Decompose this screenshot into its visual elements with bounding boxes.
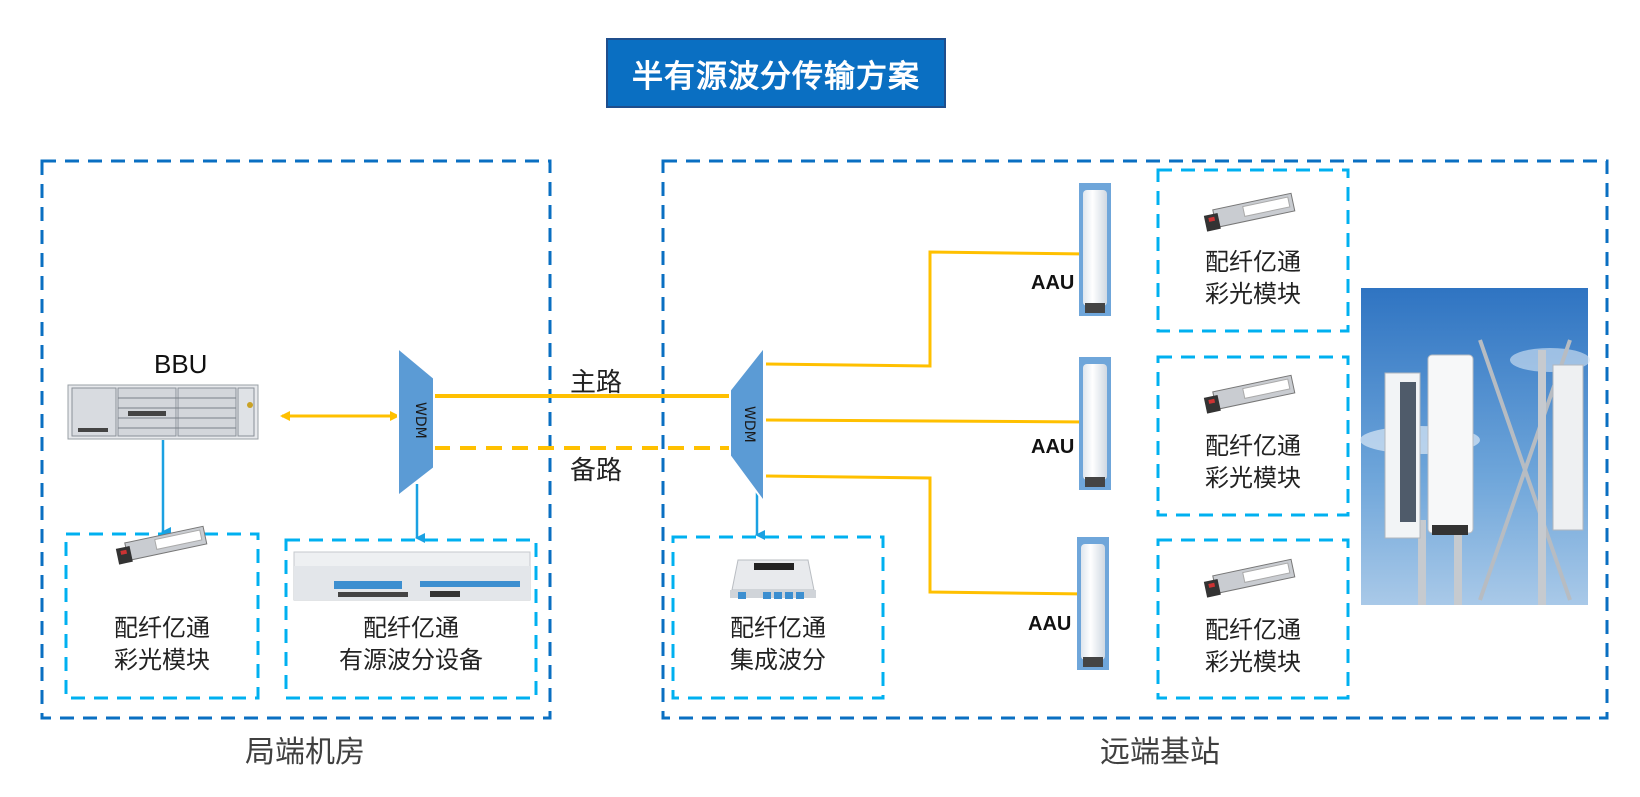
module-type: 彩光模块 xyxy=(1205,464,1301,492)
module-type: 彩光模块 xyxy=(1205,280,1301,308)
aau-module-box-2 xyxy=(1156,355,1350,517)
central-office-label: 局端机房 xyxy=(245,735,365,770)
aau-label-1: AAU xyxy=(1031,272,1075,294)
aau-label-3: AAU xyxy=(1028,613,1072,635)
module-type: 彩光模块 xyxy=(114,646,210,674)
aau-unit-2 xyxy=(1079,357,1111,490)
remote-site-region xyxy=(661,159,1609,720)
active-wdm-label: 配纤亿通 有源波分设备 xyxy=(286,612,536,676)
sfp-module-icon xyxy=(1203,558,1296,598)
aau-module-label-2: 配纤亿通 彩光模块 xyxy=(1158,430,1348,494)
module-brand: 配纤亿通 xyxy=(1205,248,1301,276)
sfp-module-icon xyxy=(115,525,208,565)
sfp-module-label: 配纤亿通 彩光模块 xyxy=(66,612,258,676)
base-station-tower-photo xyxy=(1360,288,1590,605)
aau-module-label-3: 配纤亿通 彩光模块 xyxy=(1158,614,1348,678)
integrated-wdm-box xyxy=(671,535,885,700)
cwdm-module-icon xyxy=(730,559,816,599)
module-brand: 配纤亿通 xyxy=(1205,432,1301,460)
module-brand: 配纤亿通 xyxy=(1205,616,1301,644)
main-path-label: 主路 xyxy=(570,368,623,398)
aau-unit-3 xyxy=(1077,537,1109,670)
active-wdm-box xyxy=(284,538,538,700)
module-brand: 配纤亿通 xyxy=(114,614,210,642)
sfp-module-icon xyxy=(1203,374,1296,414)
wdm-central xyxy=(397,345,435,499)
aau-label-2: AAU xyxy=(1031,436,1075,458)
rack-device-icon xyxy=(293,551,531,601)
wdm-remote xyxy=(729,344,765,506)
diagram-title: 半有源波分传输方案 xyxy=(606,38,946,108)
backup-path-label: 备路 xyxy=(570,456,623,486)
bbu-device xyxy=(67,384,259,440)
aau-module-box-1 xyxy=(1156,168,1350,333)
module-brand: 配纤亿通 xyxy=(363,614,459,642)
sfp-module-icon xyxy=(1203,192,1296,232)
integrated-wdm-label: 配纤亿通 集成波分 xyxy=(673,612,883,676)
aau-2-fiber xyxy=(765,418,1089,424)
aau-1-fiber xyxy=(765,250,1089,368)
aau-module-label-1: 配纤亿通 彩光模块 xyxy=(1158,246,1348,310)
module-brand: 配纤亿通 xyxy=(730,614,826,642)
wdm-central-label: WDM xyxy=(412,402,428,439)
wdm-remote-label: WDM xyxy=(741,406,757,443)
module-type: 集成波分 xyxy=(730,646,826,674)
module-type: 彩光模块 xyxy=(1205,648,1301,676)
aau-3-fiber xyxy=(765,474,1089,596)
bbu-label: BBU xyxy=(154,349,208,379)
central-office-region xyxy=(40,159,552,720)
aau-module-box-3 xyxy=(1156,538,1350,700)
remote-site-label: 远端基站 xyxy=(1100,735,1220,770)
module-type: 有源波分设备 xyxy=(339,646,483,674)
aau-unit-1 xyxy=(1079,183,1111,316)
